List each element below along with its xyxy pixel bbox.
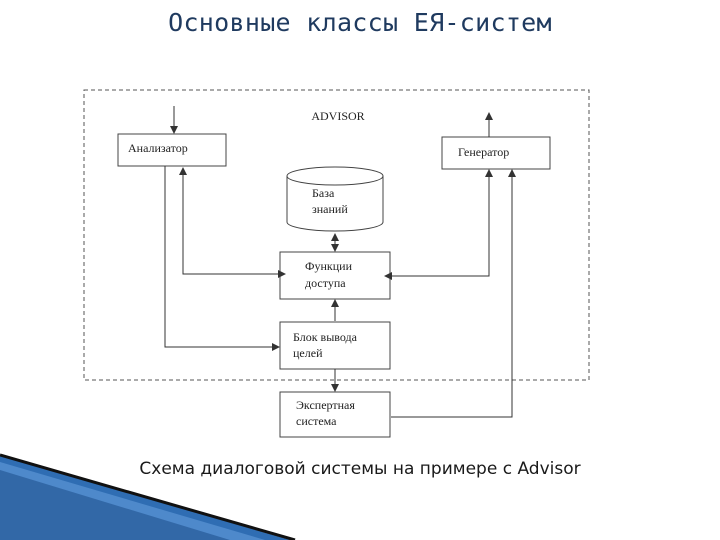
expert-system-box — [279, 391, 391, 438]
slide-title: Основные классы ЕЯ-систем — [168, 8, 552, 37]
goal-inference-label-1: Блок вывода — [293, 330, 358, 344]
diagram-caption: Схема диалоговой системы на примере с Ad… — [139, 459, 581, 479]
generator-box — [441, 136, 551, 170]
knowledge-base-cylinder — [286, 166, 384, 232]
arrow-expert-generator — [391, 169, 516, 418]
decor-stripe — [0, 453, 296, 540]
knowledge-base-label-2: знаний — [312, 202, 348, 216]
decorative-corner — [0, 453, 296, 540]
analyzer-box — [117, 133, 227, 167]
analyzer-label: Анализатор — [128, 141, 188, 155]
access-functions-label-2: доступа — [305, 276, 346, 290]
access-functions-label-1: Функции — [305, 259, 353, 273]
arrow-analyzer-goal — [164, 166, 280, 351]
arrow-analyzer-access — [179, 167, 286, 278]
knowledge-base-label-1: База — [312, 186, 335, 200]
advisor-container — [83, 89, 590, 381]
goal-inference-label-2: целей — [293, 346, 323, 360]
goal-inference-box — [279, 321, 391, 370]
expert-system-label-2: система — [296, 414, 337, 428]
generator-label: Генератор — [458, 145, 509, 159]
arrow-access-generator — [384, 169, 493, 280]
expert-system-label-1: Экспертная — [296, 398, 355, 412]
advisor-label: ADVISOR — [311, 109, 364, 123]
